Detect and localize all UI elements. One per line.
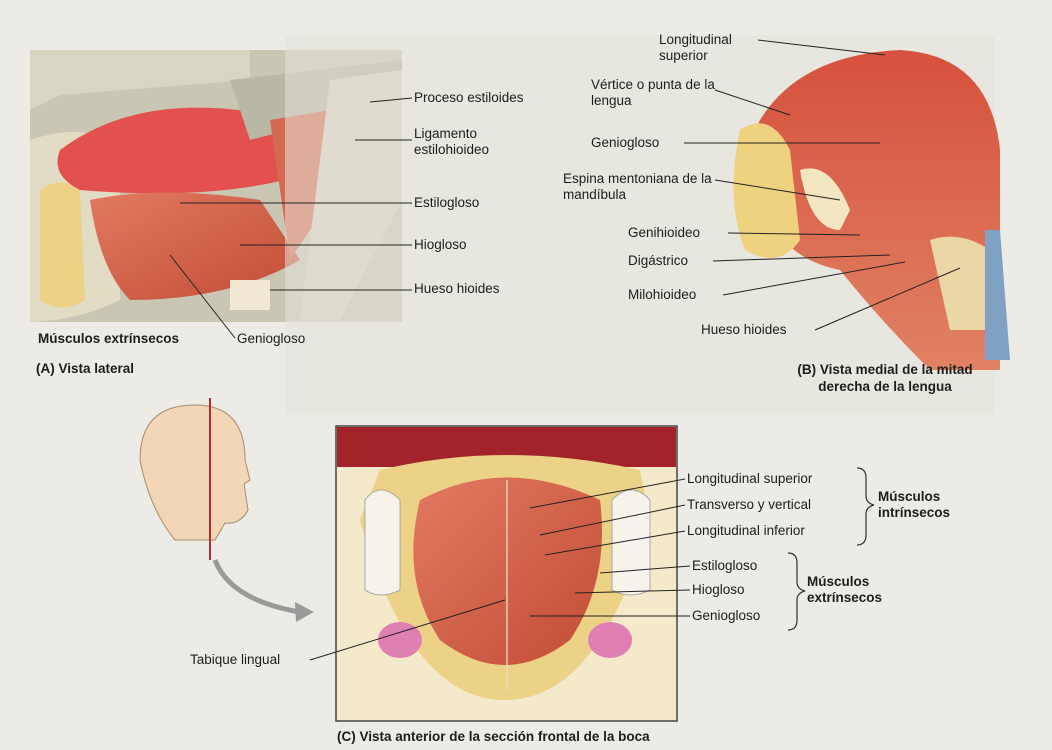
label-estilogloso-c: Estilogloso: [692, 558, 757, 574]
caption-panel-b: (B) Vista medial de la mitad derecha de …: [780, 361, 990, 395]
label-longitudinal-superior-b: Longitudinal superior: [659, 32, 769, 64]
group-musculos-extrinsecos-c: Músculos extrínsecos: [807, 574, 887, 606]
label-espina-mentoniana: Espina mentoniana de la mandíbula: [563, 171, 713, 203]
label-digastrico: Digástrico: [628, 253, 688, 269]
label-geniogloso-b: Geniogloso: [591, 135, 659, 151]
group-musculos-extrinsecos-a: Músculos extrínsecos: [38, 331, 179, 347]
label-geniogloso-a: Geniogloso: [237, 331, 305, 347]
caption-panel-c: (C) Vista anterior de la sección frontal…: [337, 728, 650, 745]
label-transverso-vertical: Transverso y vertical: [687, 497, 811, 513]
label-genihioideo: Genihioideo: [628, 225, 700, 241]
label-tabique-lingual: Tabique lingual: [190, 652, 280, 668]
caption-panel-a: (A) Vista lateral: [36, 360, 134, 377]
panel-c-illustration: [336, 426, 677, 721]
label-hiogloso-a: Hiogloso: [414, 237, 467, 253]
head-profile-icon: [140, 398, 314, 622]
label-hueso-hioides-b: Hueso hioides: [701, 322, 787, 338]
label-milohioideo: Milohioideo: [628, 287, 696, 303]
label-hiogloso-c: Hiogloso: [692, 582, 745, 598]
label-longitudinal-superior-c: Longitudinal superior: [687, 471, 812, 487]
label-proceso-estiloides: Proceso estiloides: [414, 90, 524, 106]
label-geniogloso-c: Geniogloso: [692, 608, 760, 624]
label-vertice-punta-lengua: Vértice o punta de la lengua: [591, 77, 721, 109]
label-longitudinal-inferior: Longitudinal inferior: [687, 523, 805, 539]
label-ligamento-estilohioideo: Ligamento estilohioideo: [414, 126, 524, 158]
label-estilogloso-a: Estilogloso: [414, 195, 479, 211]
group-musculos-intrinsecos: Músculos intrínsecos: [878, 489, 958, 521]
label-hueso-hioides-a: Hueso hioides: [414, 281, 500, 297]
